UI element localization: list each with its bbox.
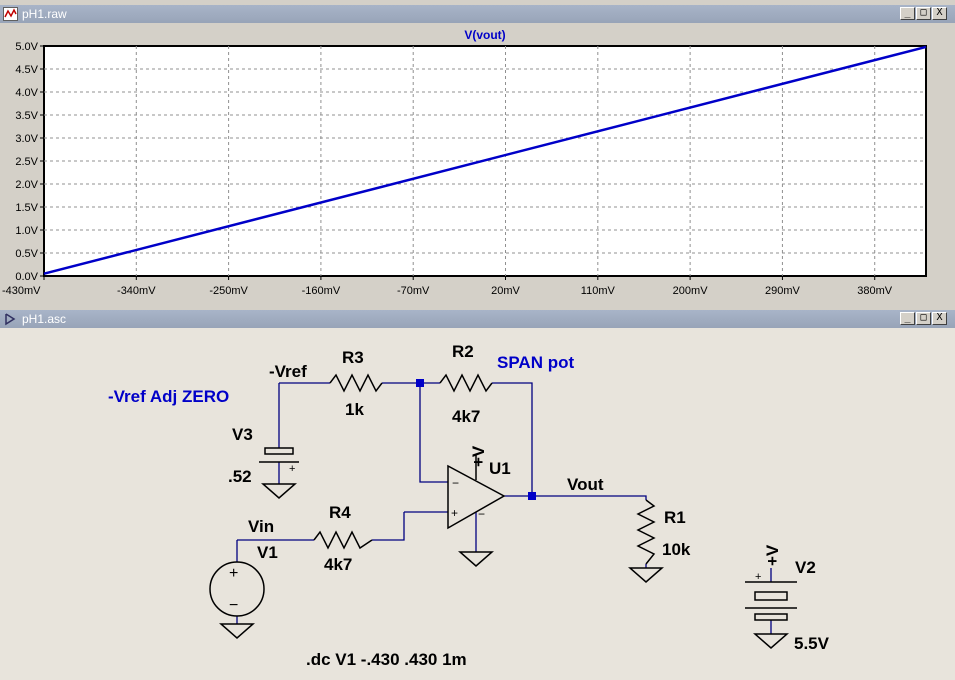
y-tick-label: 1.5V (15, 202, 38, 214)
opamp-plus-mark: + (451, 506, 458, 520)
opamp-u1[interactable] (447, 464, 506, 530)
x-tick-label: 110mV (581, 285, 616, 297)
wire-vref[interactable] (278, 382, 330, 448)
restore-button[interactable]: □ (916, 7, 931, 20)
r3-value[interactable]: 1k (345, 400, 364, 419)
u1-supply-label[interactable]: +V (469, 445, 488, 467)
waveform-app-icon (3, 7, 18, 21)
wire-vin[interactable] (236, 539, 314, 562)
y-tick-label: 0.5V (15, 248, 38, 260)
y-tick-label: 3.5V (15, 110, 38, 122)
wire-output[interactable] (504, 495, 647, 500)
r4-name[interactable]: R4 (329, 503, 351, 522)
restore-button[interactable]: □ (916, 312, 931, 325)
minimize-button[interactable]: _ (900, 312, 915, 325)
junction-dot (528, 492, 536, 500)
net-label-neg-vref[interactable]: -Vref (269, 362, 307, 381)
spice-directive[interactable]: .dc V1 -.430 .430 1m (306, 650, 467, 669)
resistor-r2[interactable] (439, 373, 493, 393)
x-tick-label: 200mV (673, 285, 709, 297)
v1-plus-mark: + (229, 565, 238, 582)
y-tick-label: 1.0V (15, 225, 38, 237)
battery-v2-cell (754, 613, 788, 621)
y-tick-label: 2.5V (15, 156, 38, 168)
v1-name[interactable]: V1 (257, 543, 278, 562)
ground-symbol-v1 (219, 623, 255, 639)
waveform-plot[interactable]: 0.0V 0.5V 1.0V 1.5V 2.0V 2.5V 3.0V 3.5V 4.0V 4.5V… (0, 23, 955, 305)
x-tick-label: -430mV (2, 285, 41, 297)
x-tick-label: -250mV (209, 285, 248, 297)
schematic-window-titlebar[interactable]: pH1.asc _ □ X (0, 310, 955, 328)
x-tick-label: 20mV (491, 285, 520, 297)
r2-name[interactable]: R2 (452, 342, 474, 361)
wire-noninverting[interactable] (372, 511, 448, 541)
y-tick-label: 4.0V (15, 87, 38, 99)
u1-name[interactable]: U1 (489, 459, 511, 478)
schematic-window: pH1.asc _ □ X (0, 305, 955, 680)
y-tick-label: 2.0V (15, 179, 38, 191)
wire-span-feedback[interactable] (492, 382, 533, 496)
schematic-window-title: pH1.asc (22, 312, 67, 326)
schematic-canvas[interactable]: + − + − + − + -Vref R3 1k R2 4k7 V3 .52 … (0, 328, 955, 680)
y-tick-label: 3.0V (15, 133, 38, 145)
comment-vref-adj-zero[interactable]: -Vref Adj ZERO (108, 387, 229, 406)
v3-plus-mark: + (289, 463, 295, 475)
net-label-vout[interactable]: Vout (567, 475, 604, 494)
y-tick-label: 0.0V (15, 271, 38, 283)
plot-window: pH1.raw _ □ X 0.0V 0.5V 1.0V 1.5V 2.0V 2.5V 3.… (0, 0, 955, 305)
x-tick-label: -160mV (302, 285, 341, 297)
x-tick-label: -340mV (117, 285, 156, 297)
ground-symbol-v3 (261, 483, 297, 499)
y-tick-label: 5.0V (15, 41, 38, 53)
v2-plus-mark: + (755, 571, 761, 583)
r1-value[interactable]: 10k (662, 540, 691, 559)
comment-span-pot[interactable]: SPAN pot (497, 353, 574, 372)
opamp-ground-minus-mark: − (478, 507, 485, 521)
v2-value[interactable]: 5.5V (794, 634, 830, 653)
x-tick-label: 380mV (857, 285, 893, 297)
v3-name[interactable]: V3 (232, 425, 253, 444)
v1-minus-mark: − (229, 597, 238, 614)
v3-value[interactable]: .52 (228, 467, 252, 486)
series-line-vout[interactable] (43, 45, 927, 275)
close-button[interactable]: X (932, 312, 947, 325)
voltage-source-v1[interactable] (209, 561, 265, 617)
x-tick-label: -70mV (397, 285, 430, 297)
y-tick-label: 4.5V (15, 64, 38, 76)
resistor-r3[interactable] (329, 373, 383, 393)
wire-inverting-node[interactable] (382, 382, 448, 483)
x-tick-label: 290mV (765, 285, 801, 297)
junction-dot (416, 379, 424, 387)
r3-name[interactable]: R3 (342, 348, 364, 367)
ground-symbol-u1 (458, 551, 494, 567)
r4-value[interactable]: 4k7 (324, 555, 352, 574)
v2-supply-label[interactable]: +V (763, 544, 782, 566)
close-button[interactable]: X (932, 7, 947, 20)
r2-value[interactable]: 4k7 (452, 407, 480, 426)
v2-name[interactable]: V2 (795, 558, 816, 577)
ground-symbol-v2 (753, 633, 789, 649)
opamp-minus-mark: − (452, 476, 459, 490)
plot-window-titlebar[interactable]: pH1.raw _ □ X (0, 5, 955, 23)
battery-v3[interactable] (264, 447, 294, 455)
schematic-app-icon (5, 313, 16, 326)
resistor-r1[interactable] (636, 499, 656, 565)
plot-window-title: pH1.raw (22, 7, 67, 21)
net-label-vin[interactable]: Vin (248, 517, 274, 536)
trace-label[interactable]: V(vout) (464, 28, 505, 42)
ground-symbol-r1 (628, 567, 664, 583)
minimize-button[interactable]: _ (900, 7, 915, 20)
r1-name[interactable]: R1 (664, 508, 686, 527)
battery-v2[interactable] (754, 591, 788, 601)
resistor-r4[interactable] (313, 530, 373, 550)
